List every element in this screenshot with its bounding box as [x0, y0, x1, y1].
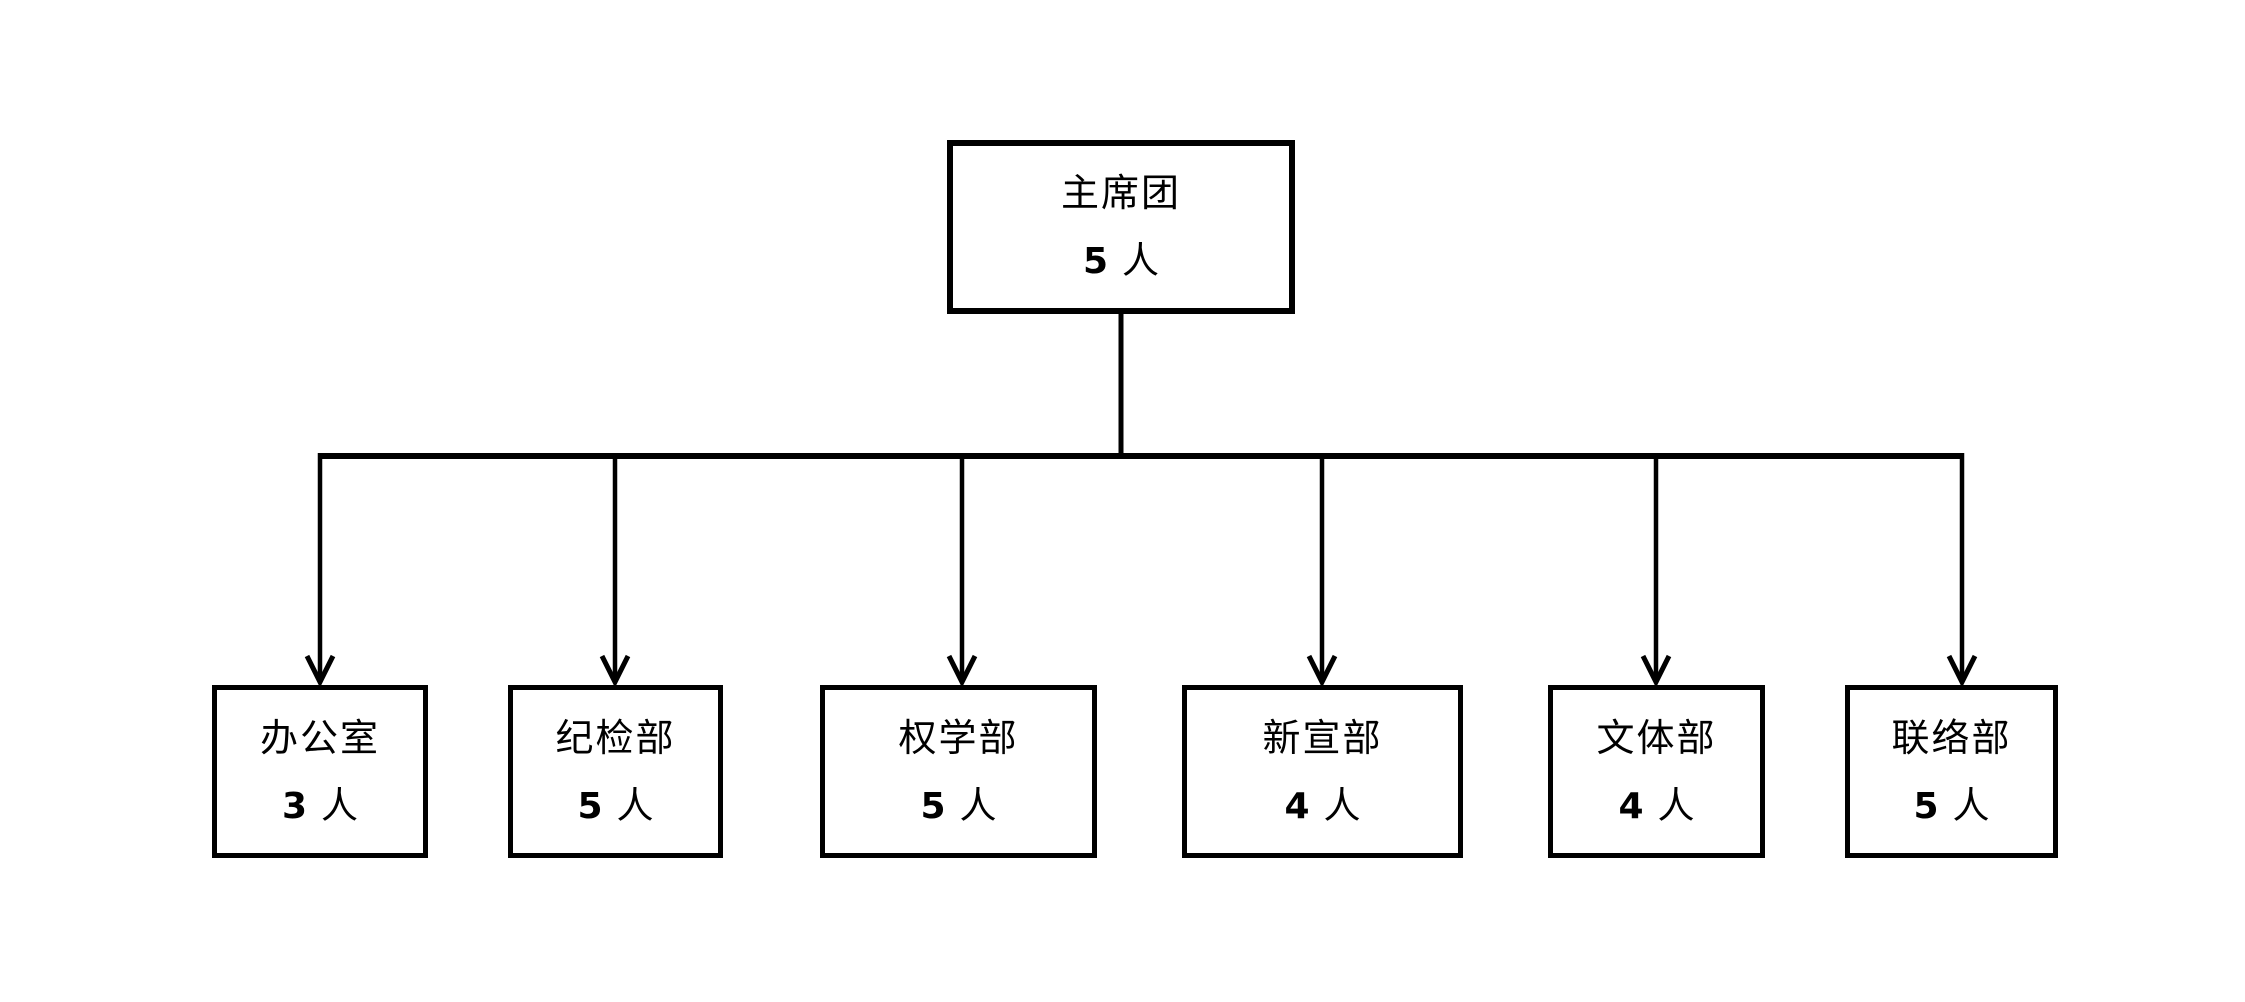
- node-label: 办公室: [259, 715, 380, 760]
- node-label: 纪检部: [555, 715, 676, 760]
- count-unit: 人: [321, 783, 359, 827]
- node-label: 文体部: [1596, 715, 1717, 760]
- node-label: 权学部: [898, 715, 1019, 760]
- count-number: 5: [1082, 241, 1109, 282]
- count-unit: 人: [1657, 783, 1695, 827]
- node-label: 联络部: [1891, 715, 2012, 760]
- count-number: 4: [1284, 785, 1310, 827]
- count-number: 5: [1913, 785, 1939, 827]
- arrowhead-icon: [599, 654, 631, 688]
- arrowhead-icon: [304, 654, 336, 688]
- count-unit: 人: [1952, 783, 1990, 827]
- arrowhead-icon: [946, 654, 978, 688]
- arrowhead-icon: [1946, 654, 1978, 688]
- count-unit: 人: [959, 783, 997, 827]
- count-unit: 人: [1122, 239, 1160, 282]
- count-number: 3: [281, 785, 308, 827]
- node-label: 主席团: [1060, 171, 1181, 215]
- count-unit: 人: [1323, 783, 1361, 827]
- count-number: 5: [577, 785, 603, 827]
- arrowhead-icon: [1640, 654, 1672, 688]
- count-unit: 人: [616, 783, 654, 827]
- arrowhead-icon: [1306, 654, 1338, 688]
- count-number: 5: [920, 785, 946, 827]
- node-label: 新宣部: [1262, 715, 1383, 760]
- count-number: 4: [1618, 785, 1644, 827]
